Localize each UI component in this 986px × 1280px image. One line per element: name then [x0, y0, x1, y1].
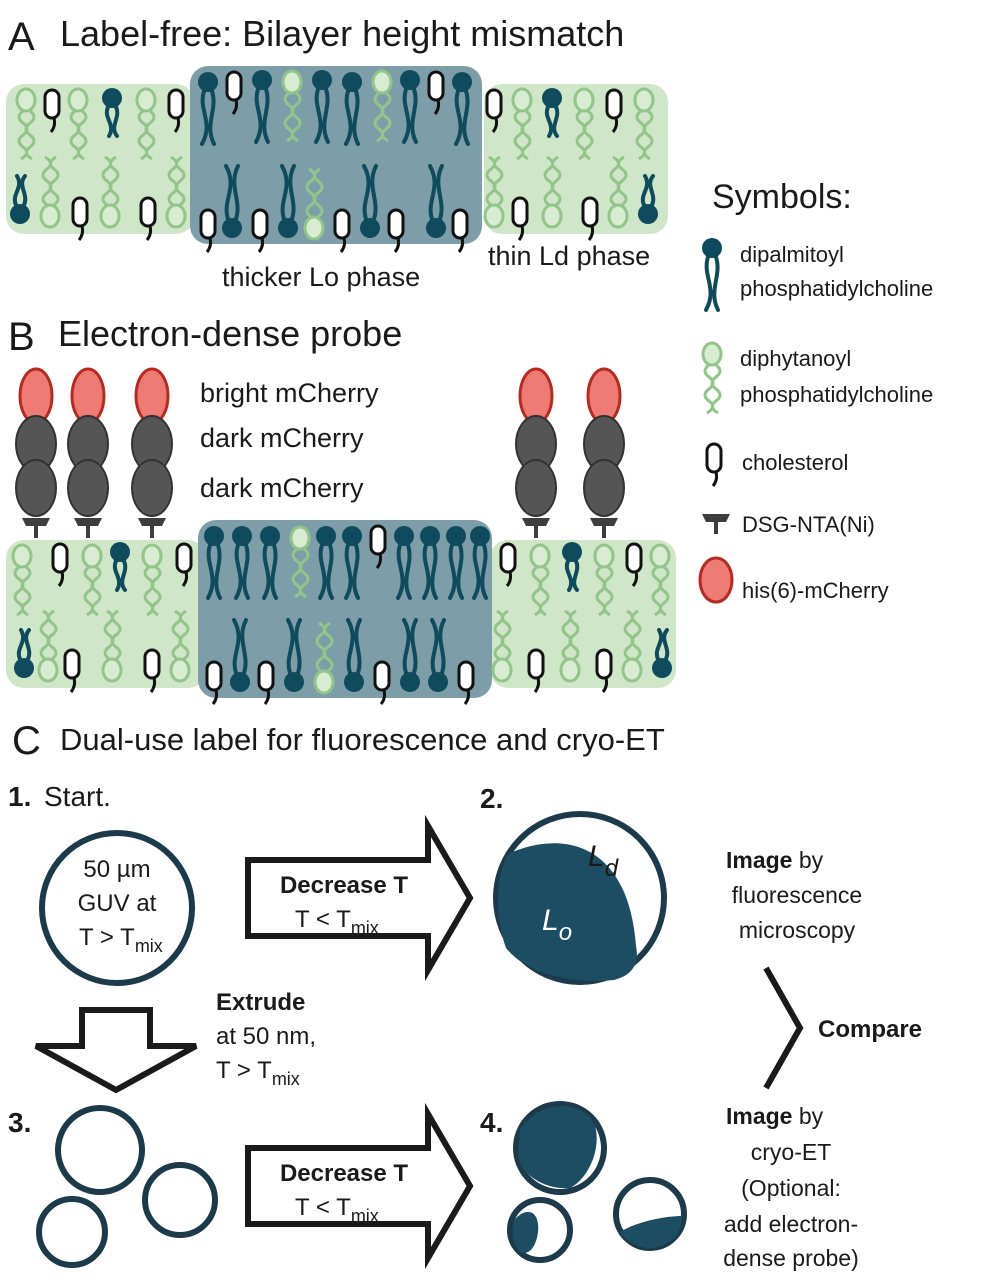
legend-dppc-icon	[700, 236, 724, 312]
lo-phase-label: thicker Lo phase	[222, 262, 420, 292]
label-dark-mcherry-1: dark mCherry	[200, 423, 364, 453]
extrude-arrow	[34, 1007, 198, 1094]
legend-anchor: DSG-NTA(Ni)	[742, 512, 875, 537]
extrude-bold: Extrude	[216, 989, 305, 1016]
cryo-line2: cryo-ET	[751, 1139, 832, 1165]
ld-phase-label: thin Ld phase	[488, 241, 650, 271]
cryo-line3: (Optional:	[741, 1175, 841, 1201]
guv-line1: 50 µm	[83, 856, 150, 883]
ld-band-left	[6, 84, 194, 234]
step2-number: 2.	[480, 783, 503, 814]
lo-label: Lo	[542, 904, 572, 946]
phase-separated-vesicles	[507, 1101, 687, 1263]
legend-cholesterol: cholesterol	[742, 450, 848, 475]
legend-mcherry: his(6)-mCherry	[742, 578, 889, 603]
panel-a-letter: A	[8, 15, 35, 59]
extrude-line3: T > Tmix	[216, 1057, 300, 1089]
legend-mcherry-icon	[698, 556, 734, 604]
legend-anchor-icon	[702, 514, 730, 534]
legend-dppc-line2: phosphatidylcholine	[740, 276, 933, 301]
arrow-top-bold: Decrease T	[280, 872, 408, 899]
guv-circle	[39, 830, 195, 986]
arrow-top-sub: T < Tmix	[295, 906, 379, 938]
step1-text: Start.	[44, 781, 111, 812]
legend-diphy-icon	[701, 341, 723, 415]
legend-diphy-line1: diphytanoyl	[740, 346, 851, 371]
cryo-line1: Image by	[726, 1103, 824, 1129]
guv-line3: T > Tmix	[79, 924, 163, 956]
extrude-line2: at 50 nm,	[216, 1023, 316, 1050]
ld-band-right	[484, 84, 668, 234]
panel-a-title: Label-free: Bilayer height mismatch	[60, 13, 624, 54]
cryo-line5: dense probe)	[723, 1245, 859, 1271]
fluor-line1: Image by	[726, 847, 824, 873]
legend-diphy-line2: phosphatidylcholine	[740, 382, 933, 407]
arrow-bottom-bold: Decrease T	[280, 1160, 408, 1187]
bilayer-a	[6, 66, 668, 254]
fluor-line2: fluorescence	[732, 882, 862, 908]
ld-label: Ld	[588, 840, 619, 882]
legend-dppc-line1: dipalmitoyl	[740, 242, 844, 267]
compare-label: Compare	[818, 1016, 922, 1043]
decrease-t-arrow-bottom	[245, 1102, 474, 1270]
panel-c-letter: C	[12, 719, 41, 763]
step4-number: 4.	[480, 1107, 503, 1138]
bilayer-b	[6, 520, 676, 706]
panel-b-title: Electron-dense probe	[58, 313, 402, 354]
panel-c-title: Dual-use label for fluorescence and cryo…	[60, 722, 665, 757]
step1-number: 1.	[8, 781, 31, 812]
cryo-line4: add electron-	[724, 1211, 858, 1237]
label-dark-mcherry-2: dark mCherry	[200, 473, 364, 503]
arrow-bottom-sub: T < Tmix	[295, 1194, 379, 1226]
legend-cholesterol-icon	[705, 442, 723, 488]
decrease-t-arrow-top	[245, 814, 474, 982]
guv-line2: GUV at	[78, 890, 157, 917]
compare-bracket	[763, 966, 804, 1090]
phase-separated-guv	[493, 811, 667, 985]
legend-title: Symbols:	[712, 178, 852, 216]
step3-number: 3.	[8, 1107, 31, 1138]
panel-b-letter: B	[8, 315, 35, 359]
fluor-line3: microscopy	[739, 917, 856, 943]
lo-band	[190, 66, 482, 244]
label-bright-mcherry: bright mCherry	[200, 378, 379, 408]
small-vesicles	[36, 1105, 218, 1268]
